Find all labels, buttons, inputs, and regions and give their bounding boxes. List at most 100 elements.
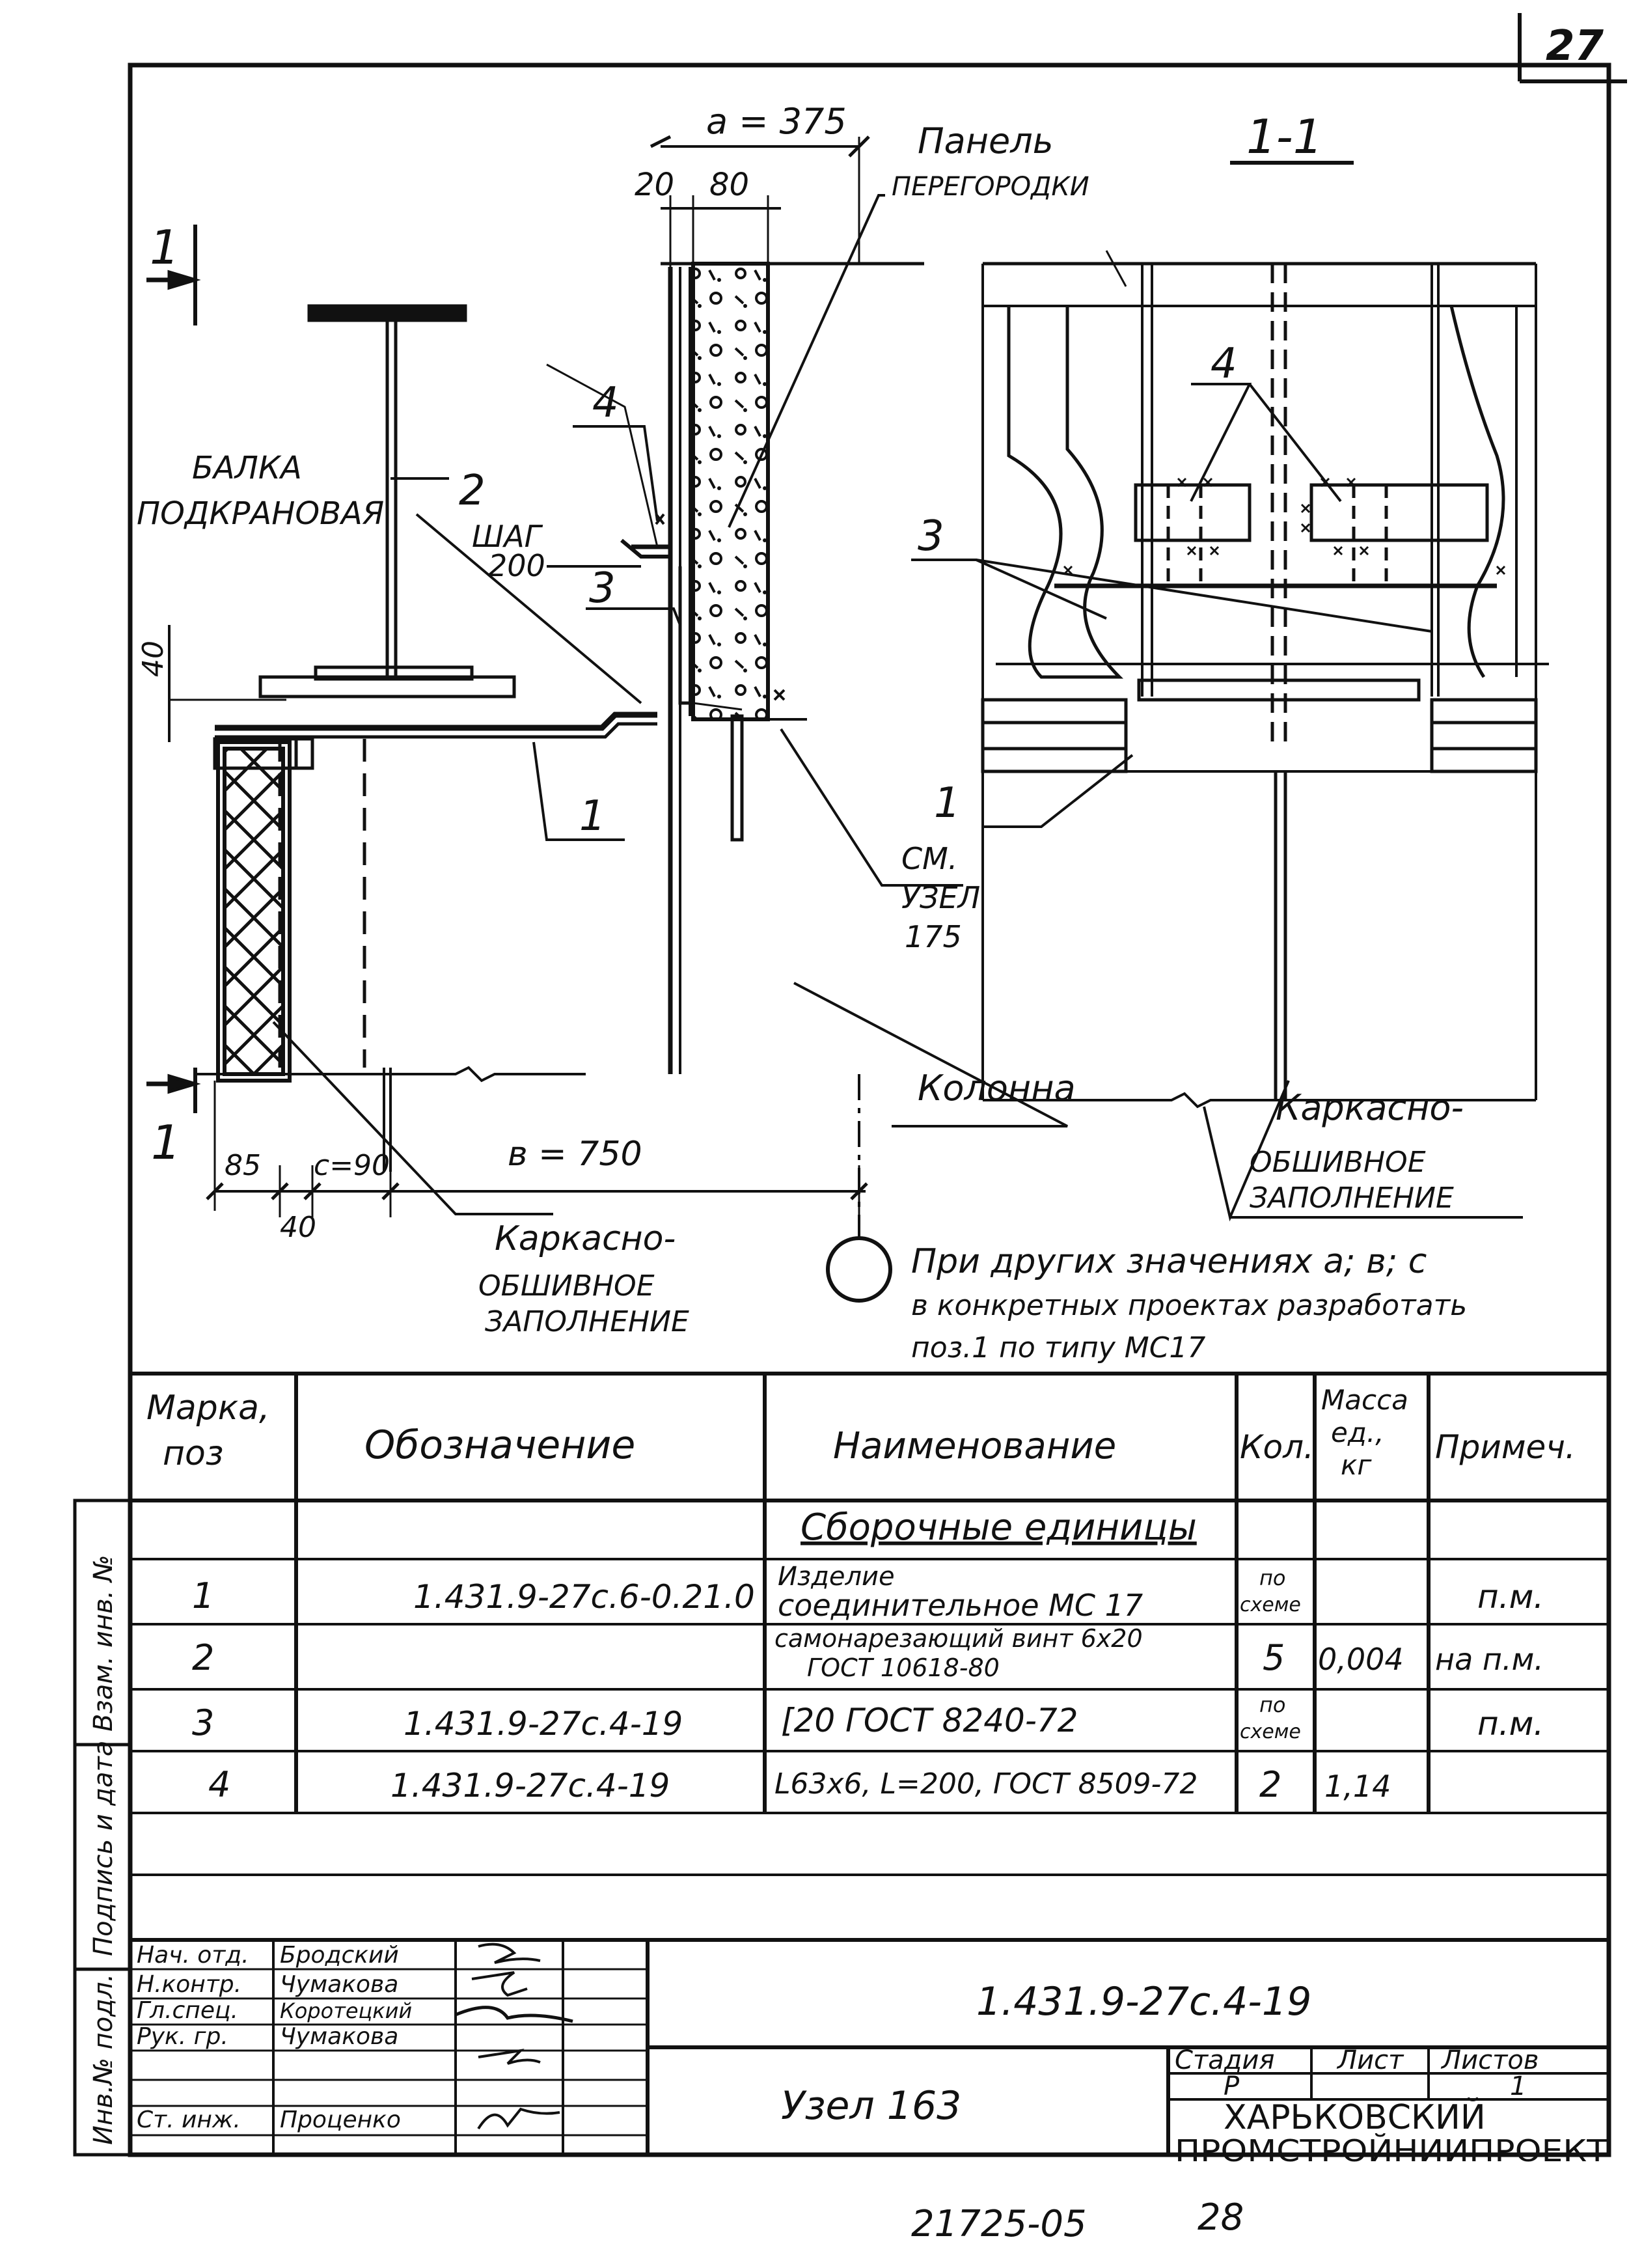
th-name: Наименование: [833, 1425, 1116, 1467]
row-1-qty-1: по: [1259, 1566, 1286, 1590]
label-see-2: УЗЕЛ: [901, 880, 980, 915]
label-fill-1: Каркасно-: [495, 1219, 676, 1258]
frame-border: [128, 62, 1611, 2157]
row-4-qty-1: 2: [1259, 1764, 1281, 1805]
row-4-pos: 4: [208, 1764, 230, 1805]
right-drawing: [911, 161, 1538, 1222]
stage-label: Стадия: [1175, 2045, 1274, 2075]
callout-1: 1: [579, 792, 606, 840]
row-1-name-1: Изделие: [778, 1562, 895, 1592]
staff-name-7: Проценко: [280, 2107, 401, 2133]
left-drawing: [146, 135, 1549, 1303]
row-2-pos: 2: [192, 1637, 214, 1678]
label-step-2: 200: [488, 548, 545, 583]
section-label: 1-1: [1246, 109, 1323, 164]
row-4-designation: 1.431.9-27с.4-19: [390, 1767, 670, 1805]
label-see-3: 175: [905, 919, 962, 954]
dim-40-left: 40: [137, 641, 170, 677]
title-block: [130, 1940, 1609, 2155]
side-inv-original: Инв.№ подл.: [89, 1974, 118, 2145]
archive-sheet: 28: [1198, 2196, 1244, 2239]
archive-number: 21725-05: [911, 2203, 1087, 2245]
right-label-fill-1: Каркасно-: [1276, 1087, 1464, 1128]
row-1-pos: 1: [192, 1575, 214, 1616]
right-callout-1: 1: [934, 779, 961, 827]
th-mass-1: Масса: [1321, 1384, 1408, 1416]
label-fill-2: ОБШИВНОЕ: [478, 1269, 655, 1303]
drawing-title: Узел 163: [781, 2083, 961, 2129]
right-callout-3: 3: [918, 512, 944, 560]
dim-b: в = 750: [508, 1135, 642, 1174]
row-1-name-2: соединительное МС 17: [778, 1588, 1143, 1623]
staff-name-4: Чумакова: [280, 2023, 398, 2050]
staff-list: Нач. отд. Бродский Н.контр. Чумакова Гл.…: [137, 1942, 412, 2133]
cut-marker-bottom: 1: [151, 1115, 181, 1170]
sheet-label: Лист: [1336, 2045, 1404, 2075]
spec-table: [130, 1372, 1609, 1942]
doc-code: 1.431.9-27с.4-19: [976, 1979, 1311, 2025]
row-1-designation: 1.431.9-27с.6-0.21.0: [413, 1578, 755, 1616]
sheets-label: Листов: [1440, 2045, 1539, 2075]
row-3-designation: 1.431.9-27с.4-19: [404, 1705, 683, 1743]
side-stamp: Взам. инв. № Подпись и дата Инв.№ подл.: [73, 1499, 132, 2157]
row-4-name-1: L63x6, L=200, ГОСТ 8509-72: [774, 1767, 1198, 1801]
right-label-fill-3: ЗАПОЛНЕНИЕ: [1250, 1182, 1454, 1215]
callout-4: 4: [592, 379, 619, 427]
staff-role-2: Н.контр.: [137, 1971, 241, 1998]
row-4-mass: 1,14: [1324, 1769, 1391, 1804]
dim-c: c=90: [314, 1149, 390, 1182]
staff-name-1: Бродский: [280, 1942, 399, 1969]
staff-name-3: Коротецкий: [280, 1998, 412, 2023]
callout-3: 3: [589, 564, 616, 613]
row-3-note: п.м.: [1477, 1705, 1544, 1743]
th-mark-1: Марка,: [146, 1389, 270, 1428]
spec-rows: 1 1.431.9-27с.6-0.21.0 Изделие соедините…: [192, 1562, 1544, 1805]
row-2-note: на п.м.: [1435, 1642, 1544, 1677]
page-number-tab: 27: [1518, 13, 1627, 83]
row-2-mass: 0,004: [1318, 1642, 1404, 1677]
staff-name-2: Чумакова: [280, 1971, 398, 1998]
axis-bubble: [826, 1236, 892, 1303]
dim-85: 85: [225, 1149, 261, 1182]
right-label-fill-2: ОБШИВНОЕ: [1250, 1146, 1426, 1179]
staff-role-1: Нач. отд.: [137, 1942, 249, 1969]
th-qty: Кол.: [1240, 1428, 1314, 1466]
page-number: 27: [1546, 22, 1604, 70]
cut-marker-top: 1: [150, 220, 180, 275]
row-1-note: п.м.: [1477, 1578, 1544, 1616]
row-3-qty-1: по: [1259, 1693, 1286, 1717]
label-see-1: СМ.: [901, 841, 957, 876]
th-mass-3: кг: [1341, 1449, 1372, 1481]
th-note: Примеч.: [1435, 1428, 1576, 1466]
stage-value: Р: [1224, 2071, 1240, 2101]
sheets-value: 1: [1510, 2071, 1526, 2101]
label-panel-1: Панель: [918, 120, 1054, 161]
label-fill-3: ЗАПОЛНЕНИЕ: [485, 1305, 689, 1338]
dim-80: 80: [709, 167, 749, 203]
staff-role-7: Ст. инж.: [137, 2107, 241, 2133]
row-3-pos: 3: [192, 1702, 214, 1743]
staff-role-3: Гл.спец.: [137, 1997, 238, 2024]
th-mark-2: поз: [163, 1434, 223, 1473]
note-line-1: При других значениях a; в; c: [911, 1242, 1427, 1281]
row-2-name-2: ГОСТ 10618-80: [807, 1653, 1000, 1682]
right-callout-4: 4: [1211, 340, 1237, 388]
dim-a: a = 375: [706, 101, 847, 142]
th-designation: Обозначение: [364, 1422, 635, 1468]
row-3-name-1: [20 ГОСТ 8240-72: [781, 1702, 1078, 1739]
label-panel-2: ПЕРЕГОРОДКИ: [892, 172, 1089, 202]
org-line-2: ПРОМСТРОЙНИИПРОЕКТ: [1175, 2133, 1608, 2168]
side-inv-replaced: Взам. инв. №: [89, 1555, 118, 1732]
side-sign-date: Подпись и дата: [89, 1741, 118, 1956]
th-mass-2: ед.,: [1331, 1417, 1384, 1448]
dim-20: 20: [635, 167, 674, 203]
row-2-qty-1: 5: [1263, 1637, 1285, 1678]
staff-role-4: Рук. гр.: [137, 2023, 228, 2050]
row-1-qty-2: схеме: [1240, 1594, 1301, 1616]
row-2-name-1: самонарезающий винт 6x20: [774, 1624, 1143, 1653]
note-line-2: в конкретных проектах разработать: [911, 1289, 1467, 1322]
label-step-1: ШАГ: [472, 519, 543, 554]
callout-2: 2: [459, 467, 486, 515]
label-beam-2: ПОДКРАНОВАЯ: [137, 495, 384, 532]
